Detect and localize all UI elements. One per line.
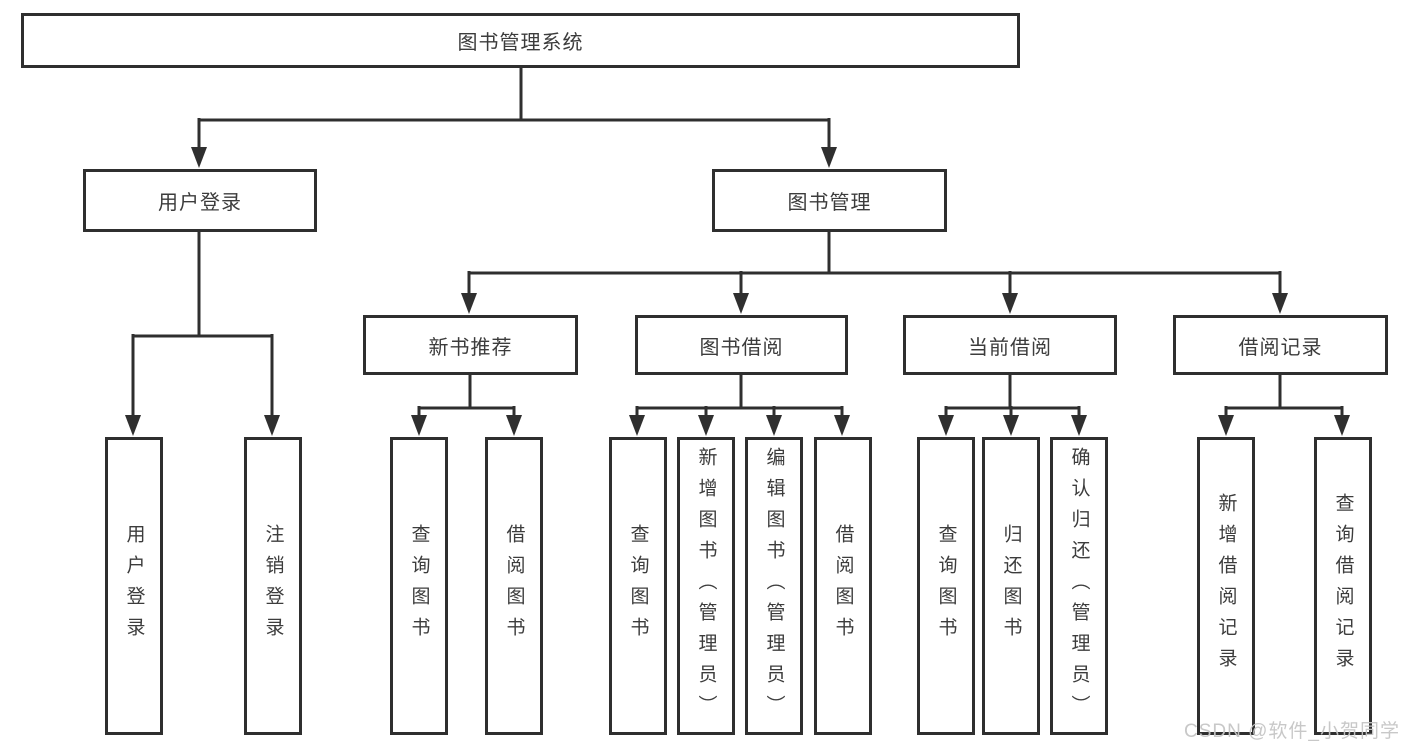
arrow-icon — [629, 415, 645, 436]
connector-book-management-children — [467, 231, 1282, 294]
connector-lines — [131, 67, 1344, 416]
arrow-icon — [1334, 415, 1350, 436]
arrow-icon — [506, 415, 522, 436]
arrow-icon — [938, 415, 954, 436]
node-label: 查询图书 — [935, 524, 957, 648]
leaf-borrow-books-1: 借阅图书 — [485, 437, 543, 735]
node-book-management: 图书管理 — [712, 169, 947, 232]
node-label: 借阅图书 — [503, 524, 525, 648]
arrow-icon — [698, 415, 714, 436]
arrow-icon — [191, 147, 207, 168]
node-root-library-system: 图书管理系统 — [21, 13, 1020, 68]
node-label: 确认归还（管理员） — [1068, 446, 1090, 726]
node-label: 图书管理系统 — [457, 32, 584, 54]
leaf-return-book: 归还图书 — [982, 437, 1040, 735]
node-label: 用户登录 — [158, 192, 242, 214]
node-label: 用户登录 — [123, 524, 145, 648]
connector-book-borrow-children — [635, 374, 844, 416]
leaf-edit-book-admin: 编辑图书（管理员） — [745, 437, 803, 735]
leaf-add-book-admin: 新增图书（管理员） — [677, 437, 735, 735]
leaf-query-books-3: 查询图书 — [917, 437, 975, 735]
node-current-borrow: 当前借阅 — [903, 315, 1117, 375]
leaf-confirm-return-admin: 确认归还（管理员） — [1050, 437, 1108, 735]
csdn-watermark: CSDN @软件_小贺同学 — [1184, 721, 1400, 742]
arrow-icon — [834, 415, 850, 436]
arrow-icon — [821, 147, 837, 168]
leaf-borrow-books-2: 借阅图书 — [814, 437, 872, 735]
node-label: 查询借阅记录 — [1332, 493, 1354, 679]
node-label: 查询图书 — [627, 524, 649, 648]
arrow-icon — [1218, 415, 1234, 436]
arrow-icon — [766, 415, 782, 436]
node-borrow-record: 借阅记录 — [1173, 315, 1388, 375]
arrow-icon — [733, 293, 749, 314]
arrow-icon — [125, 415, 141, 436]
node-label: 图书管理 — [787, 192, 872, 214]
node-label: 查询图书 — [408, 524, 430, 648]
leaf-query-books-2: 查询图书 — [609, 437, 667, 735]
arrow-icon — [461, 293, 477, 314]
arrow-icon — [1272, 293, 1288, 314]
arrow-icon — [1003, 415, 1019, 436]
leaf-user-login: 用户登录 — [105, 437, 163, 735]
connector-new-book-children — [417, 374, 516, 416]
arrowheads — [125, 147, 1350, 436]
node-label: 新书推荐 — [428, 336, 513, 359]
arrow-icon — [411, 415, 427, 436]
node-book-borrow: 图书借阅 — [635, 315, 848, 375]
node-label: 归还图书 — [1000, 524, 1022, 648]
node-label: 编辑图书（管理员） — [763, 446, 785, 726]
node-label: 新增借阅记录 — [1215, 493, 1237, 679]
node-label: 当前借阅 — [968, 336, 1052, 359]
leaf-logout: 注销登录 — [244, 437, 302, 735]
connector-borrow-record-children — [1224, 374, 1344, 416]
leaf-query-books-1: 查询图书 — [390, 437, 448, 735]
connector-current-borrow-children — [944, 374, 1081, 416]
node-label: 新增图书（管理员） — [695, 446, 717, 726]
node-user-login: 用户登录 — [83, 169, 317, 232]
leaf-add-borrow-record: 新增借阅记录 — [1197, 437, 1255, 735]
node-label: 注销登录 — [262, 524, 284, 648]
arrow-icon — [264, 415, 280, 436]
arrow-icon — [1002, 293, 1018, 314]
arrow-icon — [1071, 415, 1087, 436]
node-label: 图书借阅 — [699, 336, 784, 359]
node-label: 借阅记录 — [1238, 336, 1323, 359]
connector-user-login-children — [131, 231, 274, 416]
node-new-book-recommend: 新书推荐 — [363, 315, 578, 375]
node-label: 借阅图书 — [832, 524, 854, 648]
leaf-query-borrow-record: 查询借阅记录 — [1314, 437, 1372, 735]
